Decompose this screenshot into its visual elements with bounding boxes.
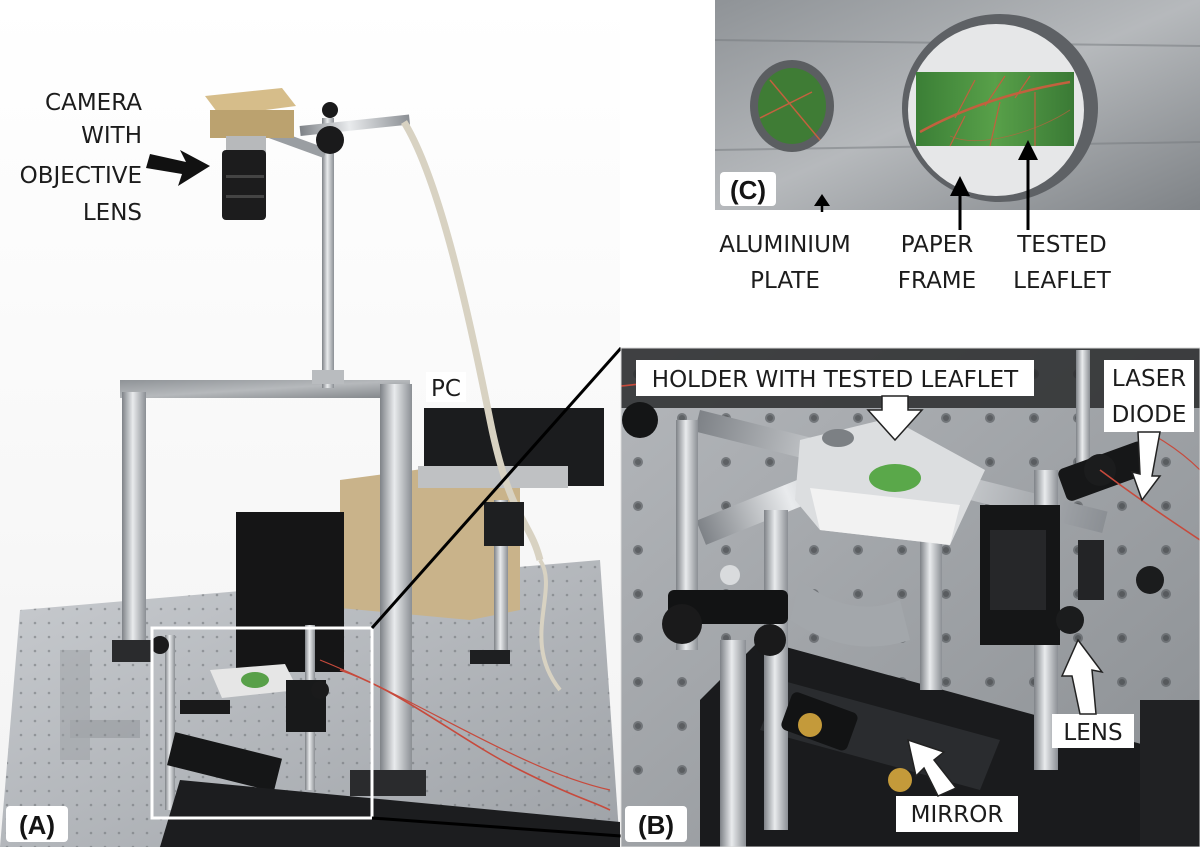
camera-label-line-4: LENS bbox=[83, 200, 142, 226]
panel-b-tag-text: (B) bbox=[638, 810, 674, 840]
panel-a-tag: (A) bbox=[6, 806, 68, 842]
panel-a-photo bbox=[0, 0, 620, 847]
camera-arrow bbox=[146, 150, 210, 186]
paper-label-line-2: FRAME bbox=[898, 268, 976, 294]
aluminium-label-line-1: ALUMINIUM bbox=[719, 232, 851, 258]
lens-label: LENS bbox=[1052, 638, 1134, 748]
zoom-line-upper bbox=[370, 347, 623, 629]
panel-c-tag: (C) bbox=[720, 172, 776, 206]
panel-c-photo bbox=[715, 0, 1200, 210]
paper-label-line-1: PAPER bbox=[901, 232, 974, 258]
lens-label-text: LENS bbox=[1063, 720, 1122, 746]
panel-a-tag-text: (A) bbox=[19, 810, 55, 840]
panel-b-photo bbox=[621, 348, 1200, 847]
pc-label: PC bbox=[426, 372, 466, 402]
tested-leaflet-label: TESTED LEAFLET bbox=[1013, 232, 1112, 294]
camera-label-line-2: WITH bbox=[81, 123, 142, 149]
paper-frame-label: PAPER FRAME bbox=[898, 232, 976, 294]
camera-label-line-1: CAMERA bbox=[45, 90, 142, 116]
laser-label-line-1: LASER bbox=[1112, 366, 1186, 392]
leaflet-label-line-1: TESTED bbox=[1016, 232, 1106, 258]
leaflet-label-line-2: LEAFLET bbox=[1013, 268, 1112, 294]
camera-label-line-3: OBJECTIVE bbox=[20, 163, 142, 189]
mirror-label-text: MIRROR bbox=[911, 802, 1004, 828]
mirror-label: MIRROR bbox=[896, 738, 1018, 832]
aluminium-label-line-2: PLATE bbox=[750, 268, 820, 294]
panel-c-arrows bbox=[814, 140, 1038, 230]
panel-c-tag-text: (C) bbox=[730, 175, 766, 205]
panel-b-tag: (B) bbox=[625, 806, 687, 842]
laser-diode-label: LASER DIODE bbox=[1104, 360, 1194, 502]
laser-label-line-2: DIODE bbox=[1112, 402, 1187, 428]
holder-label-text: HOLDER WITH TESTED LEAFLET bbox=[652, 367, 1019, 393]
panel-b-border bbox=[620, 347, 1200, 847]
pc-label-text: PC bbox=[431, 376, 461, 402]
holder-label: HOLDER WITH TESTED LEAFLET bbox=[636, 360, 1034, 442]
inset-frame bbox=[150, 626, 374, 820]
aluminium-plate-label: ALUMINIUM PLATE bbox=[719, 232, 851, 294]
camera-label: CAMERA WITH OBJECTIVE LENS bbox=[20, 90, 143, 226]
zoom-line-lower bbox=[371, 816, 622, 838]
